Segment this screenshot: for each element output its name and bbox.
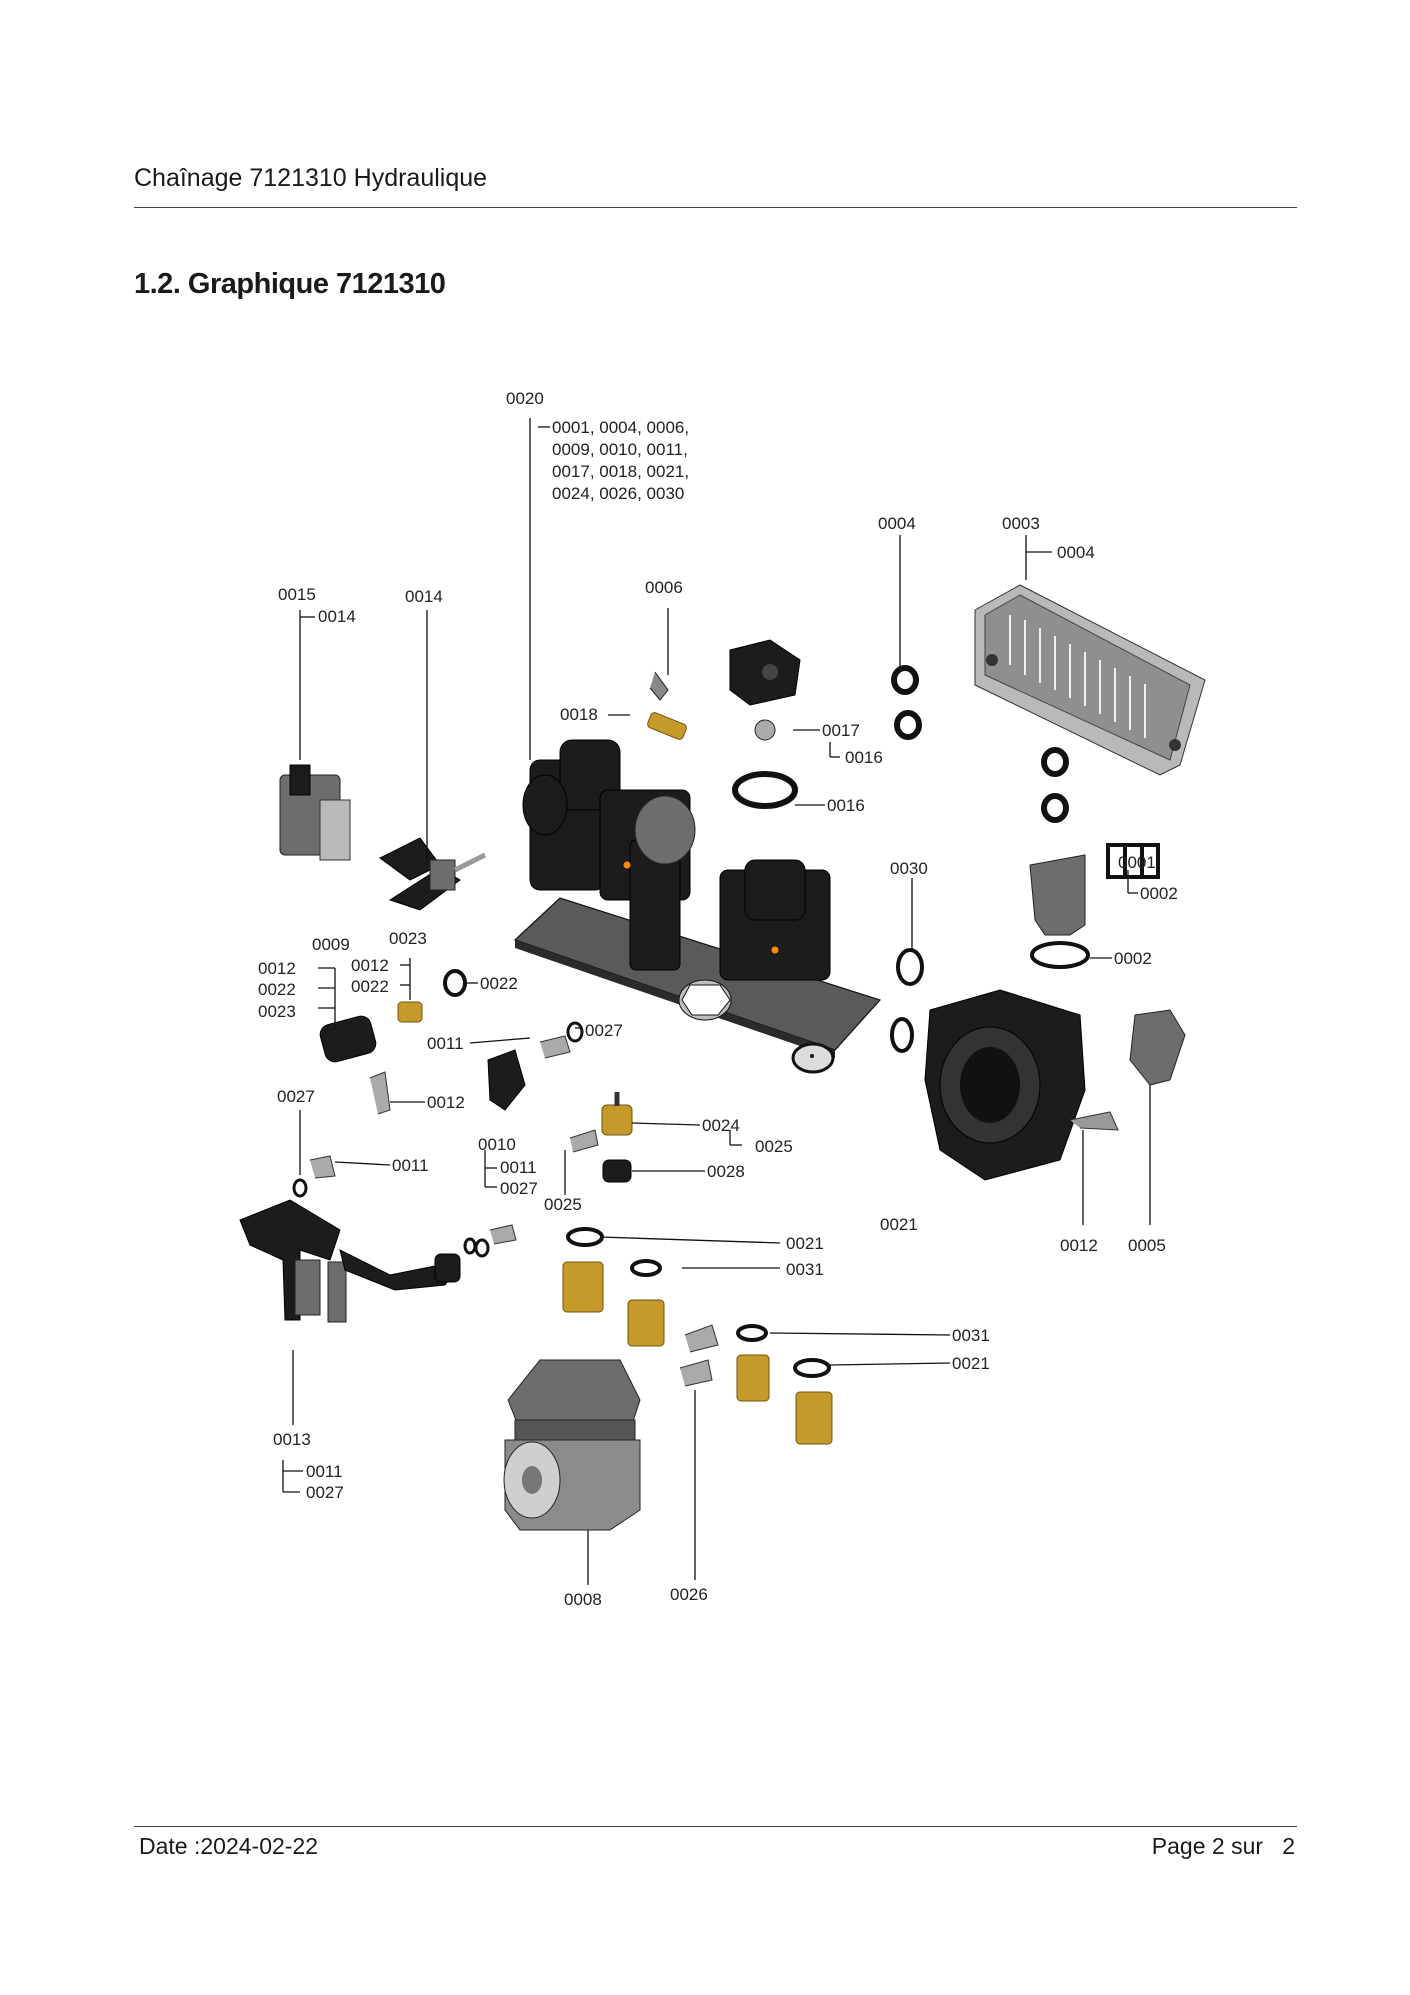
label-0017: 0017 bbox=[822, 721, 860, 740]
label-0028: 0028 bbox=[707, 1162, 745, 1181]
label-group1-line3: 0017, 0018, 0021, bbox=[552, 462, 689, 481]
label-0025-a: 0025 bbox=[544, 1195, 582, 1214]
label-0026: 0026 bbox=[670, 1585, 708, 1604]
label-0027-c: 0027 bbox=[500, 1179, 538, 1198]
label-0027-b: 0027 bbox=[277, 1087, 315, 1106]
label-0014-sub: 0014 bbox=[318, 607, 356, 626]
label-0001: 0001 bbox=[1118, 853, 1156, 872]
label-0023-left: 0023 bbox=[258, 1002, 296, 1021]
label-0027-d: 0027 bbox=[306, 1483, 344, 1502]
footer-date: Date :2024-02-22 bbox=[139, 1833, 319, 1859]
label-0024: 0024 bbox=[702, 1116, 740, 1135]
bypass-tube-assembly bbox=[239, 1199, 461, 1323]
label-0006: 0006 bbox=[645, 578, 683, 597]
label-0011-a: 0011 bbox=[427, 1034, 464, 1053]
label-0004-exchanger: 0004 bbox=[1057, 543, 1095, 562]
section-title: 1.2. Graphique 7121310 bbox=[134, 268, 446, 300]
label-0011-d: 0011 bbox=[306, 1462, 343, 1481]
label-0030: 0030 bbox=[890, 859, 928, 878]
label-0021-b: 0021 bbox=[786, 1234, 824, 1253]
label-0015: 0015 bbox=[278, 585, 316, 604]
document-header-title: Chaînage 7121310 Hydraulique bbox=[134, 164, 488, 192]
pump-housing bbox=[924, 989, 1086, 1181]
three-way-valve-motor bbox=[279, 764, 351, 861]
label-0022-right: 0022 bbox=[480, 974, 518, 993]
label-0016-a: 0016 bbox=[845, 748, 883, 767]
label-0012-center: 0012 bbox=[427, 1093, 465, 1112]
label-0031-b: 0031 bbox=[952, 1326, 990, 1345]
label-0021-c: 0021 bbox=[952, 1354, 990, 1373]
plate-heat-exchanger bbox=[974, 584, 1206, 776]
label-0022-left: 0022 bbox=[258, 980, 296, 999]
label-0013: 0013 bbox=[273, 1430, 311, 1449]
pump-motor bbox=[503, 1359, 641, 1531]
label-0014: 0014 bbox=[405, 587, 443, 606]
valve-actuator bbox=[379, 837, 487, 911]
label-0002-a: 0002 bbox=[1140, 884, 1178, 903]
label-0018: 0018 bbox=[560, 705, 598, 724]
label-0025-b: 0025 bbox=[755, 1137, 793, 1156]
label-group1-line1: 0001, 0004, 0006, bbox=[552, 418, 689, 437]
label-group1-line4: 0024, 0026, 0030 bbox=[552, 484, 684, 503]
label-0012-left: 0012 bbox=[258, 959, 296, 978]
label-0012-mid: 0012 bbox=[351, 956, 389, 975]
label-0011-b: 0011 bbox=[500, 1158, 537, 1177]
callout-labels: 0020 0001, 0004, 0006, 0009, 0010, 0011,… bbox=[258, 389, 1178, 1609]
label-0021-a: 0021 bbox=[880, 1215, 918, 1234]
label-0008: 0008 bbox=[564, 1590, 602, 1609]
label-0003: 0003 bbox=[1002, 514, 1040, 533]
label-0004-top: 0004 bbox=[878, 514, 916, 533]
label-0009: 0009 bbox=[312, 935, 350, 954]
label-0022-mid: 0022 bbox=[351, 977, 389, 996]
header-rule bbox=[134, 207, 1297, 208]
footer-rule bbox=[134, 1826, 1297, 1827]
label-0010: 0010 bbox=[478, 1135, 516, 1154]
label-0005: 0005 bbox=[1128, 1236, 1166, 1255]
leader-lines bbox=[282, 418, 1151, 1585]
label-0023: 0023 bbox=[389, 929, 427, 948]
label-0020: 0020 bbox=[506, 389, 544, 408]
label-0012-right: 0012 bbox=[1060, 1236, 1098, 1255]
label-0027-a: 0027 bbox=[585, 1021, 623, 1040]
hydraulic-block bbox=[513, 739, 882, 1074]
label-0031-a: 0031 bbox=[786, 1260, 824, 1279]
label-0011-c: 0011 bbox=[392, 1156, 429, 1175]
footer-page-number: Page 2 sur 2 bbox=[1151, 1833, 1295, 1859]
label-group1-line2: 0009, 0010, 0011, bbox=[552, 440, 688, 459]
label-0016-b: 0016 bbox=[827, 796, 865, 815]
label-0002-b: 0002 bbox=[1114, 949, 1152, 968]
small-parts bbox=[292, 639, 1186, 1445]
